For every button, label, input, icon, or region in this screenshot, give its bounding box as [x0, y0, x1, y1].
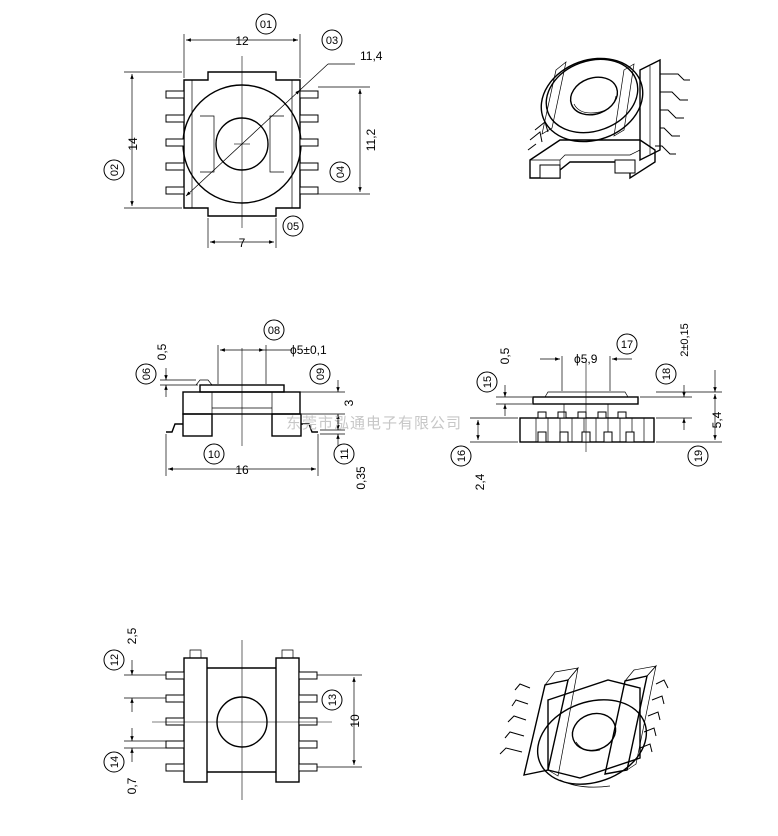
svg-text:10: 10 — [208, 449, 220, 461]
isometric-view-bottom — [499, 664, 669, 788]
svg-text:13: 13 — [327, 694, 339, 706]
dim-side-top-gap: 0,5 — [155, 343, 169, 360]
svg-text:15: 15 — [482, 376, 494, 388]
callout-19: 19 — [687, 445, 709, 467]
front-view: ϕ5,9 0,5 2,4 2±0,15 5,4 15 17 — [450, 323, 724, 490]
dim-front-h1: 2±0,15 — [679, 323, 691, 357]
callout-15: 15 — [476, 371, 498, 393]
callout-03: 03 — [321, 29, 343, 51]
svg-text:03: 03 — [326, 35, 338, 47]
callout-06: 06 — [135, 363, 157, 385]
svg-text:04: 04 — [335, 166, 347, 178]
dim-inner-height: 11,2 — [364, 128, 378, 151]
company-watermark: 东莞市泓通电子有限公司 — [286, 415, 462, 432]
svg-text:18: 18 — [661, 368, 673, 380]
svg-text:12: 12 — [109, 654, 121, 666]
dim-bottom-top: 2,5 — [125, 627, 139, 644]
svg-text:16: 16 — [456, 450, 468, 462]
dim-front-total: 5,4 — [710, 411, 724, 428]
svg-text:08: 08 — [268, 325, 280, 337]
svg-text:06: 06 — [141, 368, 153, 380]
callout-02: 02 — [103, 159, 125, 181]
svg-text:17: 17 — [621, 339, 633, 351]
dim-front-top-gap: 0,5 — [498, 347, 512, 364]
callout-13: 13 — [321, 689, 343, 711]
dim-front-dia: ϕ5,9 — [574, 352, 598, 366]
callout-10: 10 — [203, 443, 225, 465]
callout-16: 16 — [450, 445, 472, 467]
callout-05: 05 — [282, 215, 304, 237]
top-view: 12 14 11,4 11,2 7 01 03 02 — [103, 13, 383, 250]
dim-side-lead: 0,35 — [354, 466, 368, 490]
callout-09: 09 — [309, 363, 331, 385]
svg-text:02: 02 — [109, 164, 121, 176]
dim-top-width: 12 — [235, 34, 249, 48]
callout-17: 17 — [616, 333, 638, 355]
callout-01: 01 — [255, 13, 277, 35]
svg-text:09: 09 — [315, 368, 327, 380]
dim-diag: 11,4 — [360, 49, 383, 63]
callout-18: 18 — [655, 363, 677, 385]
dim-front-base: 2,4 — [473, 473, 487, 490]
svg-text:11: 11 — [339, 448, 351, 459]
dim-bottom-small: 0,7 — [125, 777, 139, 794]
callout-04: 04 — [329, 161, 351, 183]
svg-text:05: 05 — [287, 221, 299, 233]
side-view: ϕ5±0,1 0,5 3 0,35 16 08 06 — [135, 319, 368, 490]
dim-bottom-width: 7 — [239, 236, 246, 250]
svg-text:14: 14 — [109, 756, 121, 768]
dim-bottom-height: 10 — [348, 714, 362, 728]
svg-text:19: 19 — [693, 450, 705, 462]
callout-08: 08 — [263, 319, 285, 341]
dim-side-dia: ϕ5±0,1 — [290, 343, 327, 357]
svg-text:01: 01 — [260, 19, 272, 31]
bottom-view: 2,5 0,7 10 12 13 14 — [103, 627, 362, 800]
callout-11: 11 — [333, 443, 355, 465]
isometric-view-top — [527, 57, 690, 180]
callout-14: 14 — [103, 751, 125, 773]
dim-side-height: 3 — [342, 399, 356, 406]
dim-top-height: 14 — [126, 137, 140, 151]
callout-12: 12 — [103, 649, 125, 671]
dim-side-width: 16 — [235, 463, 249, 477]
